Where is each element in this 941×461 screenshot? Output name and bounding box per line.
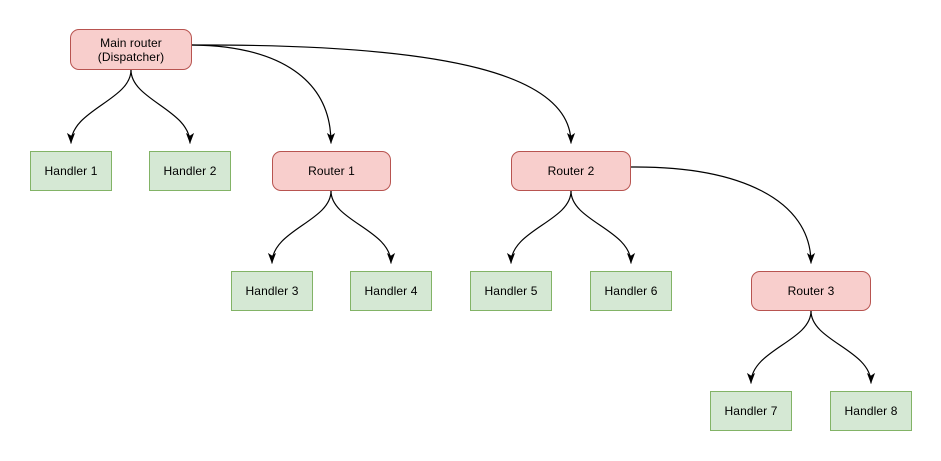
- node-router-1[interactable]: Router 1: [272, 151, 391, 191]
- edge-router-1-to-handler-3: [267, 190, 332, 264]
- node-label-handler-5: Handler 5: [484, 284, 538, 298]
- node-handler-5[interactable]: Handler 5: [470, 271, 552, 311]
- node-router-3[interactable]: Router 3: [751, 271, 871, 311]
- edge-main-to-handler-2: [130, 69, 195, 144]
- edge-router-3-to-handler-7: [746, 310, 812, 384]
- node-handler-1[interactable]: Handler 1: [30, 151, 112, 191]
- edge-router-2-to-router-3: [630, 166, 816, 264]
- edge-router-2-to-handler-5: [506, 190, 572, 264]
- node-label-handler-4: Handler 4: [364, 284, 418, 298]
- node-handler-7[interactable]: Handler 7: [710, 391, 792, 431]
- node-label-handler-8: Handler 8: [844, 404, 898, 418]
- edge-router-1-to-handler-4: [330, 190, 396, 264]
- edge-router-2-to-handler-6: [570, 190, 636, 264]
- node-label-router-3: Router 3: [787, 284, 835, 298]
- node-handler-4[interactable]: Handler 4: [350, 271, 432, 311]
- node-router-2[interactable]: Router 2: [511, 151, 631, 191]
- node-handler-2[interactable]: Handler 2: [149, 151, 231, 191]
- node-label-main-router: Main router (Dispatcher): [97, 35, 165, 64]
- node-label-handler-6: Handler 6: [604, 284, 658, 298]
- node-handler-6[interactable]: Handler 6: [590, 271, 672, 311]
- node-label-router-2: Router 2: [547, 164, 595, 178]
- edge-router-3-to-handler-8: [810, 310, 876, 384]
- node-label-handler-1: Handler 1: [44, 164, 98, 178]
- edge-main-to-router-1: [191, 44, 336, 144]
- edge-main-to-handler-1: [66, 69, 132, 144]
- node-label-handler-2: Handler 2: [163, 164, 217, 178]
- node-handler-8[interactable]: Handler 8: [830, 391, 912, 431]
- node-handler-3[interactable]: Handler 3: [231, 271, 313, 311]
- node-label-router-1: Router 1: [308, 164, 355, 178]
- edges-group: [66, 44, 876, 384]
- node-label-handler-7: Handler 7: [724, 404, 778, 418]
- node-label-handler-3: Handler 3: [245, 284, 299, 298]
- node-main-router[interactable]: Main router (Dispatcher): [70, 29, 192, 70]
- edge-main-to-router-2: [191, 44, 576, 144]
